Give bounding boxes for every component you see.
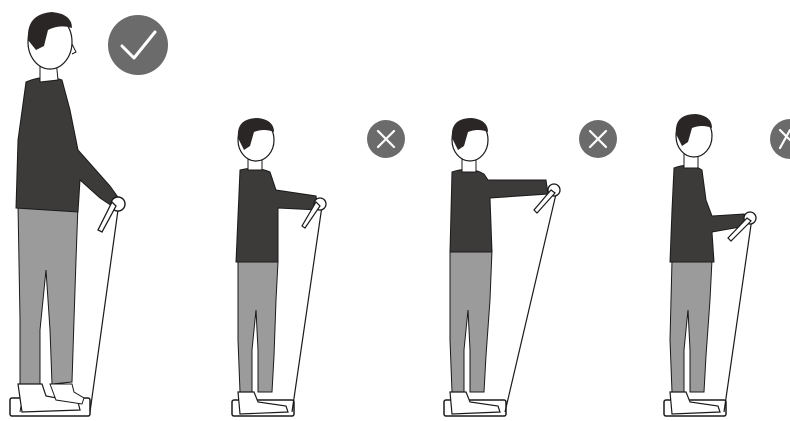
resistance-band <box>292 206 322 412</box>
resistance-band <box>505 194 556 412</box>
figure-incorrect-posture-2 <box>444 118 560 416</box>
pants <box>670 260 712 392</box>
shirt <box>450 169 548 252</box>
figure-incorrect-posture-3 <box>664 114 756 416</box>
shirt <box>16 77 120 212</box>
pants <box>18 205 78 384</box>
x-circle-icon <box>770 119 790 159</box>
check-circle-icon <box>108 15 168 75</box>
x-circle-icon <box>367 120 405 158</box>
shirt <box>236 168 318 262</box>
pants <box>450 250 492 392</box>
x-circle-icon <box>579 120 617 158</box>
figure-incorrect-posture-1 <box>232 118 326 416</box>
resistance-band <box>724 218 752 412</box>
handle <box>98 202 116 232</box>
shirt <box>670 165 746 262</box>
resistance-band <box>90 210 118 412</box>
figure-correct-posture <box>10 12 125 416</box>
pants <box>238 262 278 392</box>
